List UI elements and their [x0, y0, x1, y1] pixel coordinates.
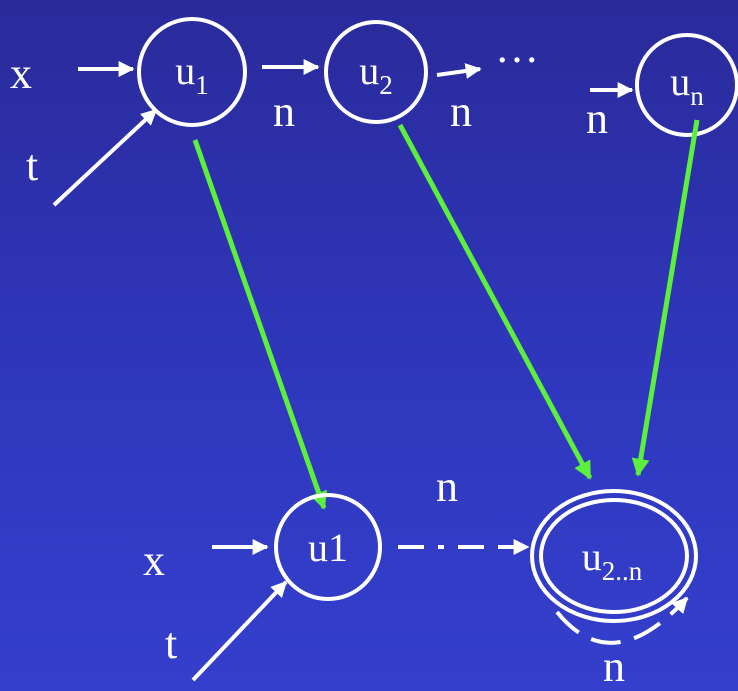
mapping-u2-to-u2n — [397, 123, 593, 480]
self-loop-label: n — [603, 642, 625, 691]
node-u2: u2 — [324, 20, 428, 124]
node-abstract-u2n: u2..n — [530, 489, 698, 623]
edge-u2-label: n — [450, 87, 472, 136]
bottom-input-x-label: x — [143, 536, 165, 585]
bottom-input-t-label: t — [165, 619, 177, 668]
node-u1-base: u — [175, 48, 195, 93]
edge-u1-u2n-label: n — [436, 462, 458, 511]
svg-text:un: un — [670, 59, 704, 111]
svg-text:u2: u2 — [359, 48, 393, 100]
node-u2-sub: 2 — [379, 70, 393, 100]
node-un-sub: n — [690, 81, 704, 111]
node-abstract-u2n-sub: 2..n — [602, 556, 643, 586]
edge-un-label: n — [586, 94, 608, 143]
node-un: un — [635, 33, 738, 137]
node-u1: u1 — [137, 17, 247, 127]
mapping-u1-to-u1 — [192, 139, 328, 510]
svg-text:u1: u1 — [175, 48, 209, 100]
svg-text:u2..n: u2..n — [582, 534, 643, 586]
top-input-x-label: x — [10, 49, 32, 98]
bottom-input-t-arrow — [191, 580, 288, 682]
self-loop-u2n — [555, 596, 689, 645]
mapping-un-to-u2n — [631, 119, 700, 477]
edge-u1-u2-label: n — [273, 87, 295, 136]
edge-u2-ellipsis — [436, 63, 482, 79]
node-abstract-u1-label: u1 — [308, 525, 348, 570]
node-un-base: u — [670, 59, 690, 104]
top-input-t-label: t — [26, 141, 38, 190]
top-input-t-arrow — [52, 108, 158, 207]
ellipsis-label: … — [495, 23, 539, 72]
node-u2-base: u — [359, 48, 379, 93]
node-abstract-u2n-base: u — [582, 534, 602, 579]
node-u1-sub: 1 — [195, 70, 209, 100]
node-abstract-u1: u1 — [274, 493, 382, 601]
